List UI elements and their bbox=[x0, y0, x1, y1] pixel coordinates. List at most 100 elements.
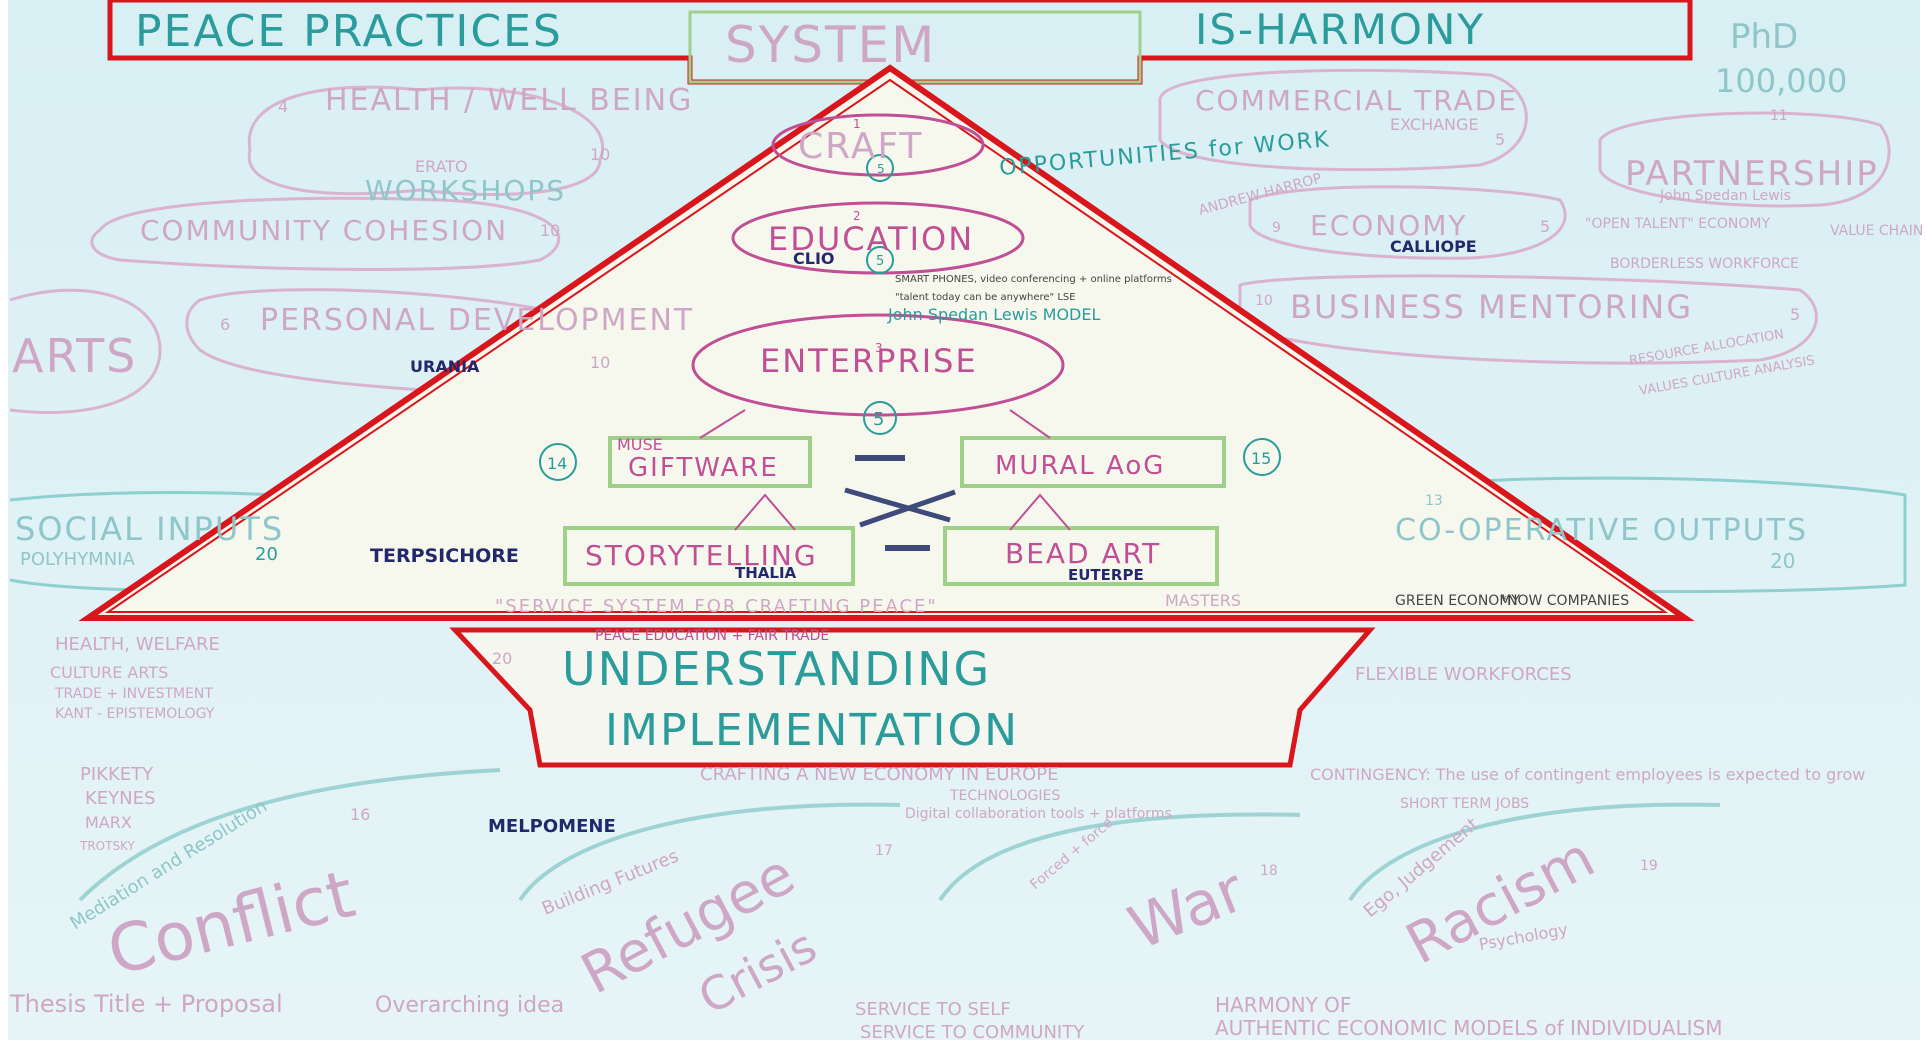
mural-box bbox=[960, 436, 1226, 488]
erato-label: ERATO bbox=[415, 157, 468, 176]
enterprise-label: ENTERPRISE bbox=[760, 342, 978, 380]
bead-art-label: BEAD ART bbox=[1005, 537, 1161, 570]
clio-label: CLIO bbox=[793, 249, 835, 268]
implementation-label: IMPLEMENTATION bbox=[605, 705, 1019, 756]
peace-education-label: PEACE EDUCATION + FAIR TRADE bbox=[595, 628, 829, 644]
keynes-label: KEYNES bbox=[85, 788, 155, 809]
workshops-label: WORKSHOPS bbox=[365, 174, 566, 207]
arc-racism bbox=[1348, 802, 1721, 902]
community-bubble bbox=[90, 196, 561, 271]
harmony-label: HARMONY OF bbox=[1215, 993, 1351, 1017]
economy-bubble bbox=[1248, 185, 1567, 260]
enterprise-weight: 5 bbox=[873, 409, 884, 430]
masters-label: MASTERS bbox=[1165, 591, 1241, 610]
economy-weight: 5 bbox=[1540, 217, 1550, 236]
header-left-title: PEACE PRACTICES bbox=[135, 6, 563, 57]
muse-label: MUSE bbox=[617, 435, 663, 454]
education-label: EDUCATION bbox=[768, 220, 974, 258]
economy-number: 9 bbox=[1272, 220, 1281, 236]
partnership-number: 11 bbox=[1770, 108, 1788, 124]
health-weight: 10 bbox=[590, 145, 610, 164]
arc-refugee bbox=[518, 802, 901, 902]
trade-investment-label: TRADE + INVESTMENT bbox=[54, 686, 213, 702]
health-label: HEALTH / WELL BEING bbox=[325, 83, 693, 118]
technologies-label: TECHNOLOGIES bbox=[949, 788, 1060, 804]
mural-label: MURAL AoG bbox=[995, 451, 1165, 481]
mural-weight: 15 bbox=[1251, 449, 1271, 468]
business-label: BUSINESS MENTORING bbox=[1290, 288, 1693, 326]
social-inputs-weight: 20 bbox=[255, 544, 278, 565]
partnership-note: John Spedan Lewis bbox=[1659, 188, 1791, 204]
crafting-label: CRAFTING A NEW ECONOMY IN EUROPE bbox=[700, 764, 1058, 785]
green-economy-label: GREEN ECONOMY bbox=[1395, 593, 1520, 609]
trotsky-label: TROTSKY bbox=[79, 839, 136, 853]
digital-label: Digital collaboration tools + platforms bbox=[905, 806, 1172, 822]
personal-weight: 10 bbox=[590, 353, 610, 372]
mediation-number: 16 bbox=[350, 805, 370, 824]
partnership-label: PARTNERSHIP bbox=[1625, 154, 1879, 194]
business-weight: 5 bbox=[1790, 305, 1800, 324]
giftware-box bbox=[608, 436, 812, 488]
header-right-title: IS-HARMONY bbox=[1195, 5, 1485, 54]
giftware-label: GIFTWARE bbox=[628, 453, 779, 483]
personal-number: 6 bbox=[220, 315, 230, 334]
commercial-bubble bbox=[1158, 68, 1528, 172]
kant-label: KANT - EPISTEMOLOGY bbox=[55, 706, 215, 722]
community-label: COMMUNITY COHESION bbox=[140, 214, 508, 247]
short-term-label: SHORT TERM JOBS bbox=[1400, 796, 1529, 812]
education-number: 2 bbox=[853, 209, 861, 223]
business-bubble bbox=[1238, 274, 1818, 365]
business-number: 10 bbox=[1255, 293, 1273, 309]
arts-label: ARTS bbox=[12, 329, 137, 383]
bottom-arcs bbox=[78, 768, 1721, 902]
partnership-bubble bbox=[1598, 111, 1891, 208]
social-inputs-label: SOCIAL INPUTS bbox=[15, 510, 284, 548]
phd-label: PhD bbox=[1730, 17, 1798, 57]
enterprise-bubble bbox=[691, 313, 1065, 417]
calliope-label: CALLIOPE bbox=[1390, 237, 1477, 256]
health-bubble bbox=[247, 85, 604, 197]
polyhymnia-label: POLYHYMNIA bbox=[20, 549, 135, 570]
now-companies-label: *NOW COMPANIES bbox=[1500, 593, 1629, 609]
craft-label: CRAFT bbox=[798, 126, 923, 167]
urania-label: URANIA bbox=[410, 357, 480, 376]
culture-arts-label: CULTURE ARTS bbox=[50, 663, 168, 682]
service-self-label: SERVICE TO SELF bbox=[855, 999, 1011, 1020]
bottom-box-number: 20 bbox=[492, 649, 512, 668]
value-chain-label: VALUE CHAIN bbox=[1830, 223, 1923, 239]
understanding-label: UNDERSTANDING bbox=[562, 642, 991, 696]
cooperative-label: CO-OPERATIVE OUTPUTS bbox=[1395, 513, 1808, 548]
arc-war bbox=[938, 812, 1301, 902]
storytelling-box bbox=[563, 526, 855, 586]
arc-conflict bbox=[78, 768, 501, 902]
terpsichore-label: TERPSICHORE bbox=[370, 545, 519, 567]
flexible-label: FLEXIBLE WORKFORCES bbox=[1355, 664, 1572, 685]
war-number: 18 bbox=[1260, 863, 1278, 879]
authentic-label: AUTHENTIC ECONOMIC MODELS of INDIVIDUALI… bbox=[1215, 1016, 1722, 1040]
marx-label: MARX bbox=[85, 813, 132, 832]
open-talent-label: "OPEN TALENT" ECONOMY bbox=[1585, 216, 1770, 232]
cooperative-number: 13 bbox=[1425, 493, 1443, 509]
commercial-label: COMMERCIAL TRADE bbox=[1195, 84, 1518, 117]
melpomene-label: MELPOMENE bbox=[488, 816, 616, 837]
enterprise-number: 3 bbox=[875, 341, 883, 355]
personal-label: PERSONAL DEVELOPMENT bbox=[260, 303, 694, 338]
thalia-label: THALIA bbox=[735, 564, 797, 582]
contingency-label: CONTINGENCY: The use of contingent emplo… bbox=[1310, 765, 1865, 784]
craft-weight: 5 bbox=[877, 162, 885, 176]
arts-bubble bbox=[9, 288, 162, 414]
service-system-label: "SERVICE SYSTEM FOR CRAFTING PEACE" bbox=[495, 596, 938, 617]
euterpe-label: EUTERPE bbox=[1068, 566, 1144, 584]
commercial-weight: 5 bbox=[1495, 130, 1505, 149]
storytelling-label: STORYTELLING bbox=[585, 539, 818, 572]
building-number: 17 bbox=[875, 843, 893, 859]
giftware-weight: 14 bbox=[547, 454, 567, 473]
triangle-outline bbox=[78, 64, 1695, 621]
exchange-label: EXCHANGE bbox=[1390, 115, 1479, 134]
pikkety-label: PIKKETY bbox=[80, 764, 154, 785]
borderless-label: BORDERLESS WORKFORCE bbox=[1610, 256, 1799, 272]
cooperative-weight: 20 bbox=[1770, 549, 1795, 573]
service-community-label: SERVICE TO COMMUNITY bbox=[860, 1022, 1085, 1043]
